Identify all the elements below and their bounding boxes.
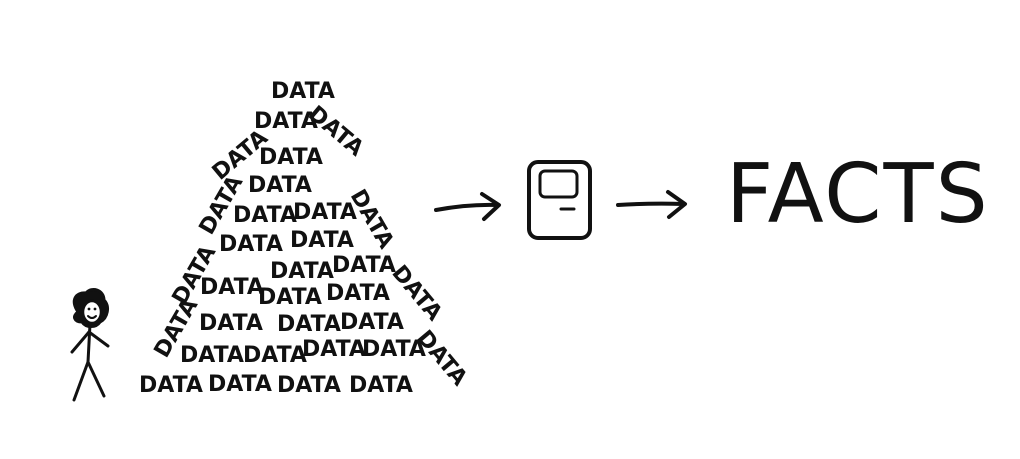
data-word: DATA	[277, 373, 341, 398]
data-word: DATA	[243, 343, 307, 368]
data-word: DATA	[340, 310, 404, 335]
stick-figure-icon	[70, 288, 110, 402]
computer-icon	[527, 160, 592, 240]
data-word: DATA	[200, 275, 264, 300]
data-pile: DATADATADATADATADATADATADATADATADATADATA…	[139, 79, 472, 398]
data-word: DATA	[248, 173, 312, 198]
data-word: DATA	[326, 281, 390, 306]
right-arrow-icon	[434, 192, 501, 221]
facts-label: FACTS	[726, 147, 990, 242]
data-word: DATA	[332, 253, 396, 278]
data-word: DATA	[290, 228, 354, 253]
data-word: DATA	[271, 79, 335, 104]
data-word: DATA	[258, 285, 322, 310]
data-word: DATA	[270, 259, 334, 284]
data-word: DATA	[233, 203, 297, 228]
data-word: DATA	[139, 373, 203, 398]
data-word: DATA	[254, 109, 318, 134]
data-word: DATA	[208, 372, 272, 397]
data-word: DATA	[219, 232, 283, 257]
data-word: DATA	[199, 311, 263, 336]
data-word: DATA	[302, 337, 366, 362]
right-arrow-icon	[616, 190, 687, 219]
data-word: DATA	[259, 145, 323, 170]
data-word: DATA	[277, 312, 341, 337]
data-word: DATA	[293, 200, 357, 225]
data-word: DATA	[349, 373, 413, 398]
data-word: DATA	[362, 337, 426, 362]
data-word: DATA	[180, 343, 244, 368]
